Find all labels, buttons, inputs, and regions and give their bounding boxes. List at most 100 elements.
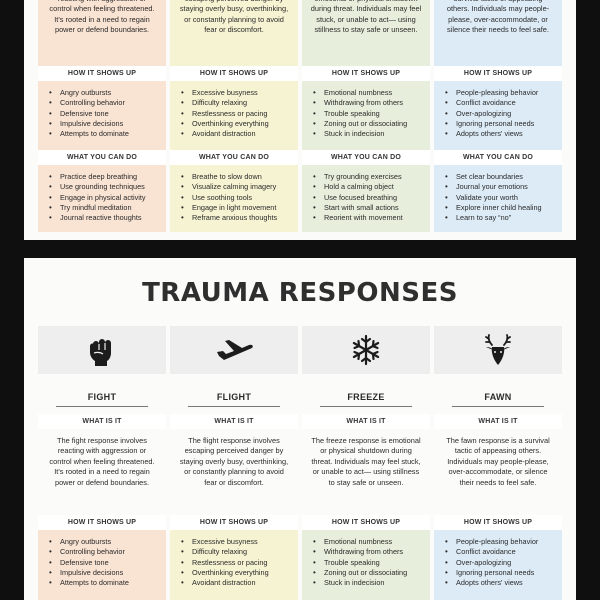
list-item: Adopts others' views bbox=[445, 129, 562, 140]
freeze-what-text: The freeze response is emotional or phys… bbox=[311, 436, 421, 487]
list-item: Validate your worth bbox=[445, 193, 562, 204]
list-item: Adopts others' views bbox=[445, 578, 562, 589]
col-fight: WHAT IS IT The fight response involves r… bbox=[38, 414, 166, 600]
list-item: Excessive busyness bbox=[181, 88, 298, 99]
fight-what-heading: WHAT IS IT bbox=[38, 414, 166, 429]
list-item: Stuck in indecision bbox=[313, 578, 430, 589]
list-item: People-pleasing behavior bbox=[445, 537, 562, 548]
list-item: Stuck in indecision bbox=[313, 129, 430, 140]
freeze-do-heading: WHAT YOU CAN DO bbox=[302, 150, 430, 165]
list-item: Overthinking everything bbox=[181, 568, 298, 579]
fight-what-text: The fight response involves reacting wit… bbox=[49, 436, 155, 487]
list-item: Start with small actions bbox=[313, 203, 430, 214]
fawn-label: FAWN bbox=[484, 392, 512, 402]
list-item: Emotional numbness bbox=[313, 88, 430, 99]
fawn-do-heading: WHAT YOU CAN DO bbox=[434, 150, 562, 165]
list-item: Breathe to slow down bbox=[181, 172, 298, 183]
list-item: Reorient with movement bbox=[313, 213, 430, 224]
list-item: Avoidant distraction bbox=[181, 129, 298, 140]
list-item: Difficulty relaxing bbox=[181, 547, 298, 558]
list-item: Trouble speaking bbox=[313, 109, 430, 120]
list-item: Overthinking everything bbox=[181, 119, 298, 130]
col-freeze: WHAT IS IT The freeze response is emotio… bbox=[302, 414, 430, 600]
fawn-description: survival tactic of appeasing others. Ind… bbox=[446, 0, 550, 35]
flight-description: escaping perceived danger by staying ove… bbox=[179, 0, 289, 35]
freeze-shows-heading-2: HOW IT SHOWS UP bbox=[302, 515, 430, 530]
freeze-description: emotional or physical shutdown during th… bbox=[310, 0, 422, 35]
flight-label: FLIGHT bbox=[216, 392, 252, 402]
list-item: Withdrawing from others bbox=[313, 547, 430, 558]
list-item: Visualize calming imagery bbox=[181, 182, 298, 193]
freeze-description-box: emotional or physical shutdown during th… bbox=[302, 0, 430, 66]
list-item: Avoidant distraction bbox=[181, 578, 298, 589]
col-flight-top: escaping perceived danger by staying ove… bbox=[170, 0, 298, 232]
list-item: Try grounding exercises bbox=[313, 172, 430, 183]
list-item: Over-apologizing bbox=[445, 109, 562, 120]
flight-do-box: Breathe to slow down Visualize calming i… bbox=[170, 165, 298, 232]
flight-what-text: The flight response involves escaping pe… bbox=[179, 436, 289, 487]
list-item: Use soothing tools bbox=[181, 193, 298, 204]
fight-description-box: reacting with aggression or control when… bbox=[38, 0, 166, 66]
col-freeze-top: emotional or physical shutdown during th… bbox=[302, 0, 430, 232]
list-item: Try mindful meditation bbox=[49, 203, 166, 214]
flight-icon-box bbox=[170, 326, 298, 374]
list-item: Defensive tone bbox=[49, 558, 166, 569]
col-flight: WHAT IS IT The flight response involves … bbox=[170, 414, 298, 600]
list-item: Zoning out or dissociating bbox=[313, 119, 430, 130]
list-item: Angry outbursts bbox=[49, 88, 166, 99]
fawn-shows-box-2: People-pleasing behavior Conflict avoida… bbox=[434, 530, 562, 600]
freeze-label: FREEZE bbox=[347, 392, 385, 402]
list-item: Journal your emotions bbox=[445, 182, 562, 193]
list-item: Attempts to dominate bbox=[49, 129, 166, 140]
snowflake-icon bbox=[352, 334, 380, 366]
freeze-icon-box bbox=[302, 326, 430, 374]
flight-do-heading: WHAT YOU CAN DO bbox=[170, 150, 298, 165]
list-item: Journal reactive thoughts bbox=[49, 213, 166, 224]
fawn-icon-box bbox=[434, 326, 562, 374]
fight-shows-heading: HOW IT SHOWS UP bbox=[38, 66, 166, 81]
fight-what-box: The fight response involves reacting wit… bbox=[38, 429, 166, 515]
fight-description: reacting with aggression or control when… bbox=[49, 0, 155, 35]
freeze-shows-heading: HOW IT SHOWS UP bbox=[302, 66, 430, 81]
page-title: TRAUMA RESPONSES bbox=[142, 278, 458, 308]
list-item: Ignoring personal needs bbox=[445, 119, 562, 130]
fawn-do-box: Set clear boundaries Journal your emotio… bbox=[434, 165, 562, 232]
list-item: Use focused breathing bbox=[313, 193, 430, 204]
list-item: Excessive busyness bbox=[181, 537, 298, 548]
freeze-what-heading: WHAT IS IT bbox=[302, 414, 430, 429]
list-item: Controlling behavior bbox=[49, 98, 166, 109]
fawn-shows-heading-2: HOW IT SHOWS UP bbox=[434, 515, 562, 530]
flight-what-heading: WHAT IS IT bbox=[170, 414, 298, 429]
list-item: Explore inner child healing bbox=[445, 203, 562, 214]
list-item: Attempts to dominate bbox=[49, 578, 166, 589]
list-item: Angry outbursts bbox=[49, 537, 166, 548]
list-item: Conflict avoidance bbox=[445, 98, 562, 109]
col-fawn: WHAT IS IT The fawn response is a surviv… bbox=[434, 414, 562, 600]
list-item: Learn to say “no” bbox=[445, 213, 562, 224]
bottom-infographic-panel: TRAUMA RESPONSES bbox=[24, 258, 576, 600]
list-item: Reframe anxious thoughts bbox=[181, 213, 298, 224]
list-item: People-pleasing behavior bbox=[445, 88, 562, 99]
fight-do-box: Practice deep breathing Use grounding te… bbox=[38, 165, 166, 232]
freeze-underline bbox=[320, 406, 412, 407]
list-item: Engage in light movement bbox=[181, 203, 298, 214]
fight-shows-heading-2: HOW IT SHOWS UP bbox=[38, 515, 166, 530]
fawn-what-box: The fawn response is a survival tactic o… bbox=[434, 429, 562, 515]
list-item: Impulsive decisions bbox=[49, 568, 166, 579]
deer-head-icon bbox=[485, 334, 511, 365]
flight-underline bbox=[188, 406, 280, 407]
fawn-shows-box: People-pleasing behavior Conflict avoida… bbox=[434, 81, 562, 150]
flight-shows-heading: HOW IT SHOWS UP bbox=[170, 66, 298, 81]
flight-description-box: escaping perceived danger by staying ove… bbox=[170, 0, 298, 66]
col-fight-top: reacting with aggression or control when… bbox=[38, 0, 166, 232]
list-item: Use grounding techniques bbox=[49, 182, 166, 193]
fawn-what-heading: WHAT IS IT bbox=[434, 414, 562, 429]
list-item: Withdrawing from others bbox=[313, 98, 430, 109]
flight-shows-box-2: Excessive busyness Difficulty relaxing R… bbox=[170, 530, 298, 600]
fawn-shows-heading: HOW IT SHOWS UP bbox=[434, 66, 562, 81]
list-item: Ignoring personal needs bbox=[445, 568, 562, 579]
list-item: Impulsive decisions bbox=[49, 119, 166, 130]
list-item: Zoning out or dissociating bbox=[313, 568, 430, 579]
col-fawn-top: survival tactic of appeasing others. Ind… bbox=[434, 0, 562, 232]
list-item: Engage in physical activity bbox=[49, 193, 166, 204]
